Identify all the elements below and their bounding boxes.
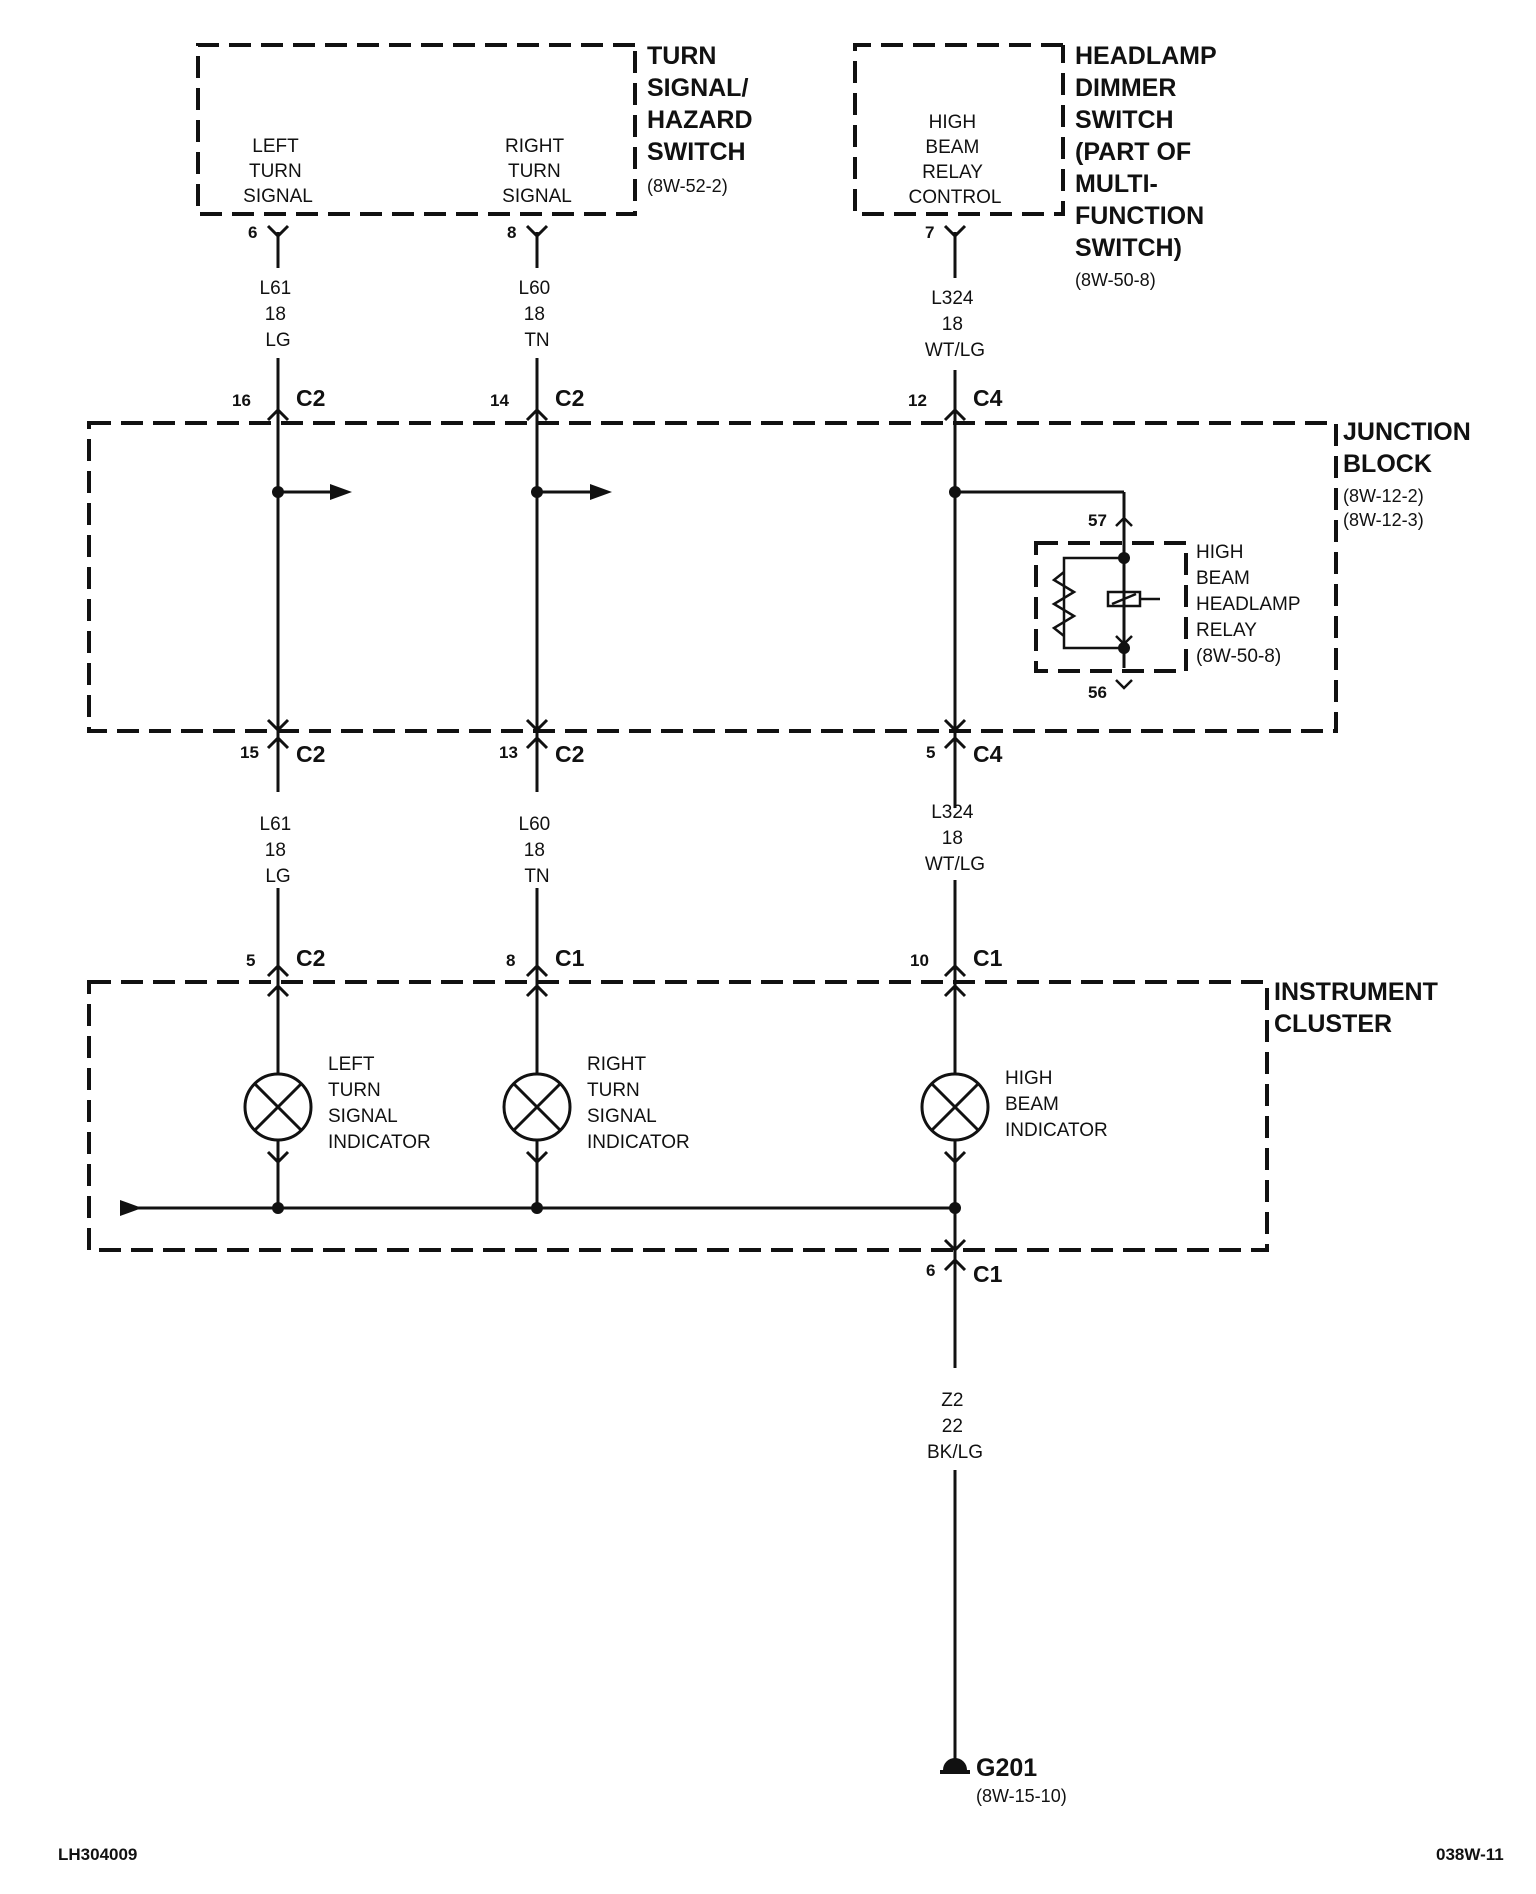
relay-pin-56: 56 xyxy=(1088,683,1107,702)
wire-label-right-top: L324 18 WT/LG xyxy=(925,288,985,361)
pin-ts-right: 8 xyxy=(507,223,516,242)
connector-jb-top-right: C4 xyxy=(973,385,1003,411)
pin-ic-mid: 8 xyxy=(506,951,515,970)
pin-ic-left: 5 xyxy=(246,951,255,970)
dimmer-switch-box xyxy=(853,43,1065,216)
pin-jb-bot-left: 15 xyxy=(240,743,259,762)
ground-ref: (8W-15-10) xyxy=(976,1786,1067,1806)
turn-switch-ref: (8W-52-2) xyxy=(647,176,728,196)
instrument-cluster-box xyxy=(87,980,1269,1252)
ground-symbol xyxy=(940,1758,970,1774)
pin-jb-bot-right: 5 xyxy=(926,743,935,762)
junction-block-refs: (8W-12-2) (8W-12-3) xyxy=(1343,486,1429,530)
wire-label-left-bot: L61 18 LG xyxy=(260,814,297,887)
left-turn-indicator-label: LEFT TURN SIGNAL INDICATOR xyxy=(328,1054,431,1153)
connector-jb-bot-left: C2 xyxy=(296,741,325,767)
relay-pin-57: 57 xyxy=(1088,511,1107,530)
left-turn-signal-label: LEFT TURN SIGNAL xyxy=(243,136,313,207)
pin-ic-right: 10 xyxy=(910,951,929,970)
wire-label-ground: Z2 22 BK/LG xyxy=(927,1390,983,1463)
footer-right-code: 038W-11 xyxy=(1436,1845,1504,1864)
dimmer-switch-ref: (8W-50-8) xyxy=(1075,270,1156,290)
connector-ic-ground: C1 xyxy=(973,1261,1003,1287)
ground-name: G201 xyxy=(976,1754,1037,1782)
connector-ic-right: C1 xyxy=(973,945,1003,971)
high-beam-relay-control-label: HIGH BEAM RELAY CONTROL xyxy=(909,112,1002,208)
wire-label-mid-bot: L60 18 TN xyxy=(519,814,556,887)
turn-switch-title: TURN SIGNAL/ HAZARD SWITCH xyxy=(647,42,760,166)
wire-label-right-bot: L324 18 WT/LG xyxy=(925,802,985,875)
wire-left-column xyxy=(266,224,352,1208)
connector-jb-bot-mid: C2 xyxy=(555,741,584,767)
high-beam-headlamp-relay xyxy=(955,490,1160,690)
pin-dimmer: 7 xyxy=(925,223,934,242)
right-turn-indicator-lamp xyxy=(502,1072,572,1142)
left-turn-indicator-lamp xyxy=(243,1072,313,1142)
pin-jb-top-left: 16 xyxy=(232,391,251,410)
footer-left-code: LH304009 xyxy=(58,1845,137,1864)
connector-jb-top-left: C2 xyxy=(296,385,325,411)
connector-jb-top-mid: C2 xyxy=(555,385,584,411)
relay-box xyxy=(1034,541,1188,673)
wire-right-column xyxy=(943,224,967,1768)
right-turn-signal-label: RIGHT TURN SIGNAL xyxy=(502,136,572,207)
high-beam-indicator-label: HIGH BEAM INDICATOR xyxy=(1005,1068,1108,1141)
wire-label-left-top: L61 18 LG xyxy=(260,278,297,351)
wire-label-mid-top: L60 18 TN xyxy=(519,278,556,351)
pin-jb-top-right: 12 xyxy=(908,391,927,410)
dimmer-switch-title: HEADLAMP DIMMER SWITCH (PART OF MULTI- F… xyxy=(1075,42,1223,262)
pin-ts-left: 6 xyxy=(248,223,257,242)
junction-block-box xyxy=(87,421,1338,733)
right-turn-indicator-label: RIGHT TURN SIGNAL INDICATOR xyxy=(587,1054,690,1153)
high-beam-indicator-lamp xyxy=(920,1072,990,1142)
instrument-cluster-title: INSTRUMENT CLUSTER xyxy=(1274,978,1445,1038)
connector-ic-left: C2 xyxy=(296,945,325,971)
cluster-ground-bus xyxy=(120,1200,961,1216)
relay-label: HIGH BEAM HEADLAMP RELAY (8W-50-8) xyxy=(1196,542,1305,667)
pin-jb-top-mid: 14 xyxy=(490,391,509,410)
pin-jb-bot-mid: 13 xyxy=(499,743,518,762)
turn-switch-box xyxy=(196,43,637,216)
connector-jb-bot-right: C4 xyxy=(973,741,1003,767)
wire-middle-column xyxy=(525,224,612,1208)
connector-ic-mid: C1 xyxy=(555,945,585,971)
junction-block-title: JUNCTION BLOCK xyxy=(1343,418,1478,478)
pin-ic-ground: 6 xyxy=(926,1261,935,1280)
